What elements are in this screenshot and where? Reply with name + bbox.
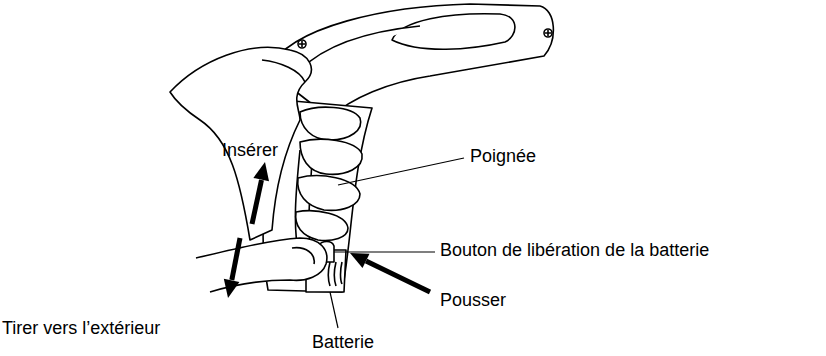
drawing-stroke — [329, 262, 343, 286]
hand — [170, 47, 362, 292]
drawing-stroke — [196, 238, 327, 292]
drawing-stroke — [545, 30, 551, 36]
part-label: Batterie — [312, 332, 374, 353]
arrow-shaft — [366, 261, 430, 292]
arrow-shaft — [232, 238, 240, 280]
part-label: Tirer vers l’extérieur — [2, 318, 160, 339]
part-label: Bouton de libération de la batterie — [440, 240, 709, 261]
drawing-stroke — [292, 248, 314, 264]
drawing-stroke — [296, 211, 348, 241]
drawing-stroke — [262, 60, 305, 82]
drawing-stroke — [392, 14, 515, 50]
drawing-stroke — [298, 40, 306, 48]
arrow-head — [253, 162, 269, 181]
arrow-shaft — [252, 180, 262, 224]
drawing-stroke — [268, 4, 553, 118]
part-label: Insérer — [222, 140, 278, 161]
motion-arrows — [224, 162, 430, 298]
drawing-stroke — [544, 29, 552, 37]
drawing-stroke — [170, 47, 311, 240]
drawing-stroke — [300, 107, 361, 140]
leader-line — [334, 251, 435, 252]
part-label: Pousser — [440, 290, 506, 311]
drawing-stroke — [300, 139, 362, 174]
leader-line — [338, 158, 464, 185]
drawing-stroke — [299, 41, 305, 47]
arrow-head — [350, 253, 370, 268]
drawing-stroke — [298, 176, 360, 211]
leader-line — [330, 292, 338, 328]
drawing-stroke — [300, 26, 420, 70]
arrow-head — [224, 279, 240, 298]
part-label: Poignée — [470, 146, 536, 167]
